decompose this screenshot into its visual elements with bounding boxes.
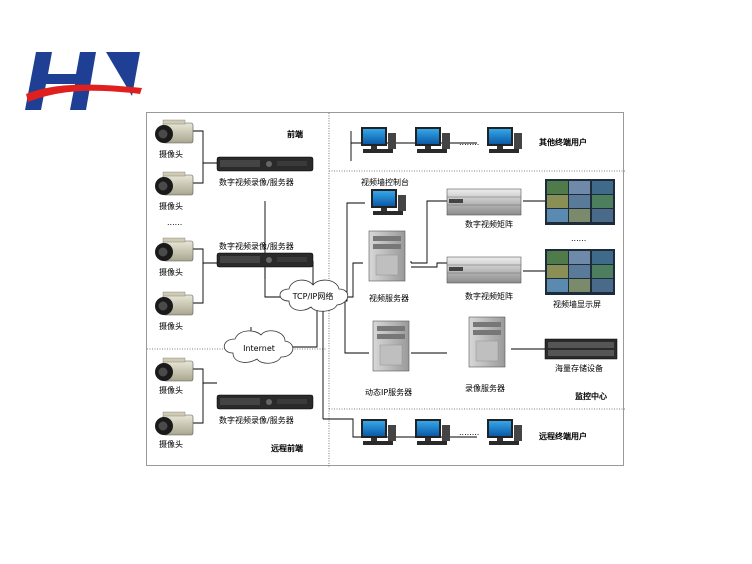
ellipsis-horizontal: ........ [459, 138, 479, 147]
video-wall-icon [545, 179, 615, 225]
camera-label: 摄像头 [159, 385, 183, 395]
camera-label: 摄像头 [159, 439, 183, 449]
tcpip-cloud: TCP/IP网络 [279, 279, 349, 312]
pc-icon [487, 419, 522, 445]
camera-label: 摄像头 [159, 267, 183, 277]
internet-cloud-label: Internet [243, 344, 275, 353]
camera-icon [154, 119, 194, 144]
dvr-label: 数字视频录像/服务器 [219, 241, 294, 251]
camera-label: 摄像头 [159, 201, 183, 211]
dvr-label: 数字视频录像/服务器 [219, 177, 294, 187]
storage-label: 海量存储设备 [555, 363, 603, 373]
company-logo [22, 48, 146, 114]
matrix-label: 数字视频矩阵 [465, 291, 513, 301]
matrix-icon [446, 188, 522, 216]
camera-icon [154, 291, 194, 316]
video-wall-icon [545, 249, 615, 295]
dvr-icon [216, 394, 314, 410]
camera-label: 摄像头 [159, 321, 183, 331]
pc-icon [415, 419, 450, 445]
recording-server-label: 录像服务器 [465, 383, 505, 393]
storage-icon [544, 338, 618, 360]
server-icon [368, 230, 406, 282]
dynamic-ip-server-label: 动态IP服务器 [365, 387, 412, 397]
ellipsis-vertical: ...... [167, 218, 182, 227]
tcpip-cloud-label: TCP/IP网络 [292, 291, 334, 301]
pc-icon [415, 127, 450, 153]
section-other-users: 其他终端用户 [539, 137, 587, 147]
camera-icon [154, 357, 194, 382]
camera-icon [154, 237, 194, 262]
ellipsis-vertical: ...... [571, 234, 586, 243]
dvr-icon [216, 156, 314, 172]
pc-icon [361, 419, 396, 445]
wall-display-label: 视频墙显示屏 [553, 299, 601, 309]
camera-icon [154, 411, 194, 436]
section-remote-front-end: 远程前端 [271, 443, 303, 453]
server-icon [468, 316, 506, 368]
pc-icon [371, 189, 406, 215]
wall-console-label: 视频墙控制台 [361, 177, 409, 187]
dvr-icon [216, 252, 314, 268]
section-monitor-center: 监控中心 [575, 391, 607, 401]
matrix-icon [446, 256, 522, 284]
camera-icon [154, 171, 194, 196]
section-remote-users: 远程终端用户 [539, 431, 587, 441]
video-server-label: 视频服务器 [369, 293, 409, 303]
network-diagram: TCP/IP网络 Internet 摄像头 摄像头 ...... 摄像头 摄像头… [146, 112, 625, 467]
internet-cloud: Internet [223, 330, 294, 364]
camera-label: 摄像头 [159, 149, 183, 159]
ellipsis-horizontal: ........ [459, 428, 479, 437]
pc-icon [361, 127, 396, 153]
dvr-label: 数字视频录像/服务器 [219, 415, 294, 425]
pc-icon [487, 127, 522, 153]
matrix-label: 数字视频矩阵 [465, 219, 513, 229]
section-front-end: 前端 [287, 129, 303, 139]
server-icon [372, 320, 410, 372]
